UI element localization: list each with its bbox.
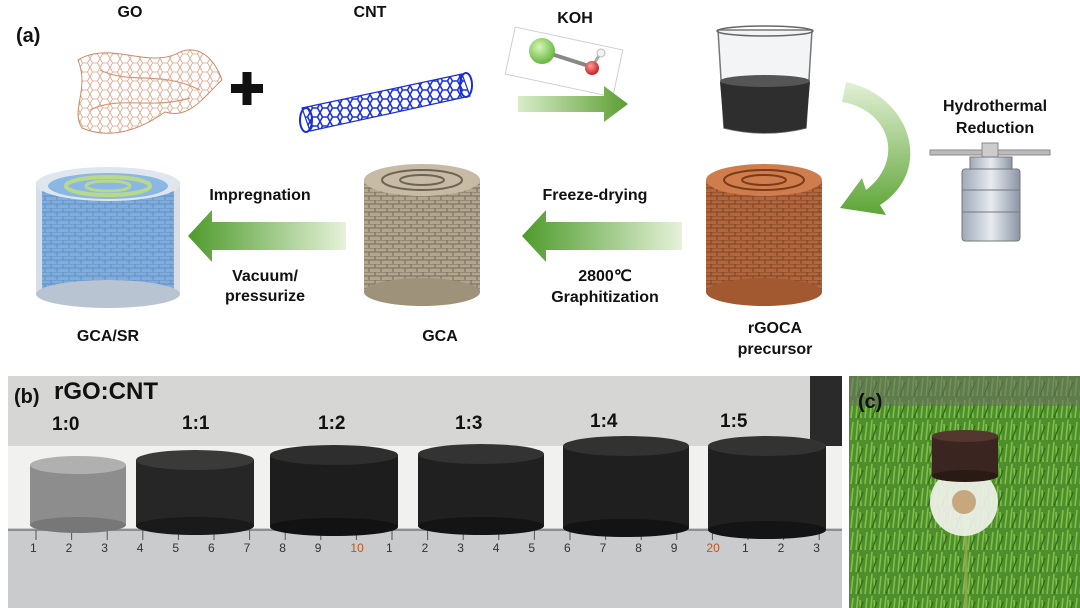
arrow-left-icon-2 (188, 210, 346, 262)
vacuum-line-1: Vacuum/ (232, 268, 298, 285)
ruler-tick-label: 7 (599, 541, 607, 555)
ruler-tick-label: 10 (350, 541, 364, 555)
arrow-right-icon (518, 86, 628, 122)
koh-molecule-icon (504, 26, 624, 98)
ruler-tick-label: 5 (528, 541, 536, 555)
hydrothermal-line-2: Reduction (955, 120, 1035, 137)
cnt-label: CNT (353, 4, 387, 21)
sample-pellet-1-1 (136, 450, 254, 535)
ruler-tick-label: 4 (136, 541, 144, 555)
ruler (8, 528, 842, 608)
gcasr-label: GCA/SR (76, 328, 140, 345)
panel-a-label: (a) (16, 25, 41, 47)
ruler-tick-label: 8 (279, 541, 286, 555)
ruler-tick-label: 1 (30, 541, 37, 555)
ruler-tick-label: 9 (314, 541, 322, 555)
sample-pellet-1-2 (270, 445, 398, 536)
ruler-tick-label: 8 (635, 541, 642, 555)
photo-dandelion (849, 376, 1080, 608)
temperature-text: 2800℃ (578, 268, 632, 285)
cnt-tube-illustration (299, 72, 473, 133)
ratio-label-4: 1:3 (455, 413, 483, 434)
ruler-tick-label: 4 (492, 541, 500, 555)
impregnation-label: Impregnation (209, 187, 311, 204)
ruler-tick-label: 3 (813, 541, 820, 555)
rgoca-line-1: rGOCA (747, 320, 803, 337)
panel-b-title: rGO:CNT (54, 378, 158, 405)
curved-arrow-icon (840, 82, 911, 215)
ruler-tick-label: 7 (243, 541, 251, 555)
sample-pellet-1-3 (418, 444, 544, 535)
koh-label: KOH (557, 10, 593, 27)
ruler-tick-label: 5 (172, 541, 180, 555)
go-label: GO (117, 4, 143, 21)
plus-icon (231, 72, 263, 105)
hydrothermal-line-1: Hydrothermal (942, 98, 1048, 115)
autoclave-illustration (929, 142, 1051, 242)
ruler-tick-label: 6 (208, 541, 215, 555)
go-sheet-illustration (77, 49, 223, 134)
ratio-label-1: 1:0 (52, 414, 80, 435)
ruler-tick-label: 2 (421, 541, 429, 555)
ratio-label-3: 1:2 (318, 413, 346, 434)
gcasr-cylinder-illustration (36, 167, 180, 308)
beaker-illustration (716, 25, 814, 134)
vacuum-label: Vacuum/ pressurize (205, 267, 325, 307)
ratio-label-5: 1:4 (590, 411, 618, 432)
vacuum-line-2: pressurize (224, 288, 306, 305)
rgoca-line-2: precursor (737, 341, 813, 358)
sample-pellet-1-4 (563, 436, 689, 537)
graphitization-text: Graphitization (551, 289, 659, 306)
gca-cylinder-illustration (364, 164, 480, 306)
ruler-tick-label: 1 (386, 541, 393, 555)
sample-pellet-1-5 (708, 436, 826, 539)
ruler-tick-label: 2 (777, 541, 785, 555)
ratio-label-2: 1:1 (182, 413, 210, 434)
rgoca-cylinder-illustration (706, 164, 822, 306)
rgoca-label: rGOCA precursor (715, 318, 835, 360)
ruler-tick-label: 2 (65, 541, 73, 555)
ruler-tick-label: 9 (670, 541, 678, 555)
arrow-left-icon-1 (522, 210, 682, 262)
ratio-label-6: 1:5 (720, 411, 748, 432)
freeze-drying-label: Freeze-drying (542, 187, 648, 204)
ruler-tick-label: 3 (101, 541, 108, 555)
graphitization-label: 2800℃ Graphitization (530, 266, 680, 308)
ruler-tick-label: 6 (564, 541, 571, 555)
hydrothermal-label: Hydrothermal Reduction (920, 96, 1070, 140)
gca-label: GCA (422, 328, 458, 345)
panel-c-label: (c) (858, 391, 883, 413)
ruler-tick-label: 20 (706, 541, 720, 555)
ruler-tick-label: 1 (742, 541, 749, 555)
sample-pellet-1-0 (30, 456, 126, 533)
panel-b-label: (b) (14, 386, 40, 408)
ruler-tick-label: 3 (457, 541, 464, 555)
